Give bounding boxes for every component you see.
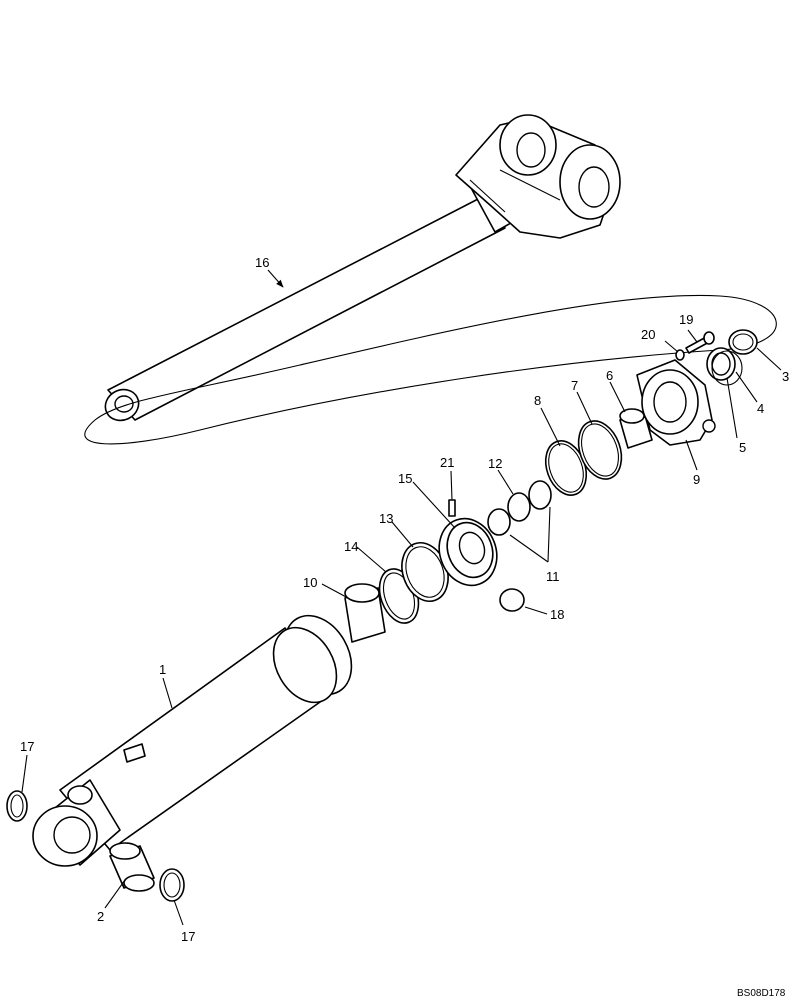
rod-bushing [619, 408, 653, 449]
callout-8: 8 [534, 393, 541, 408]
callout-1: 1 [159, 662, 166, 677]
callout-9: 9 [693, 472, 700, 487]
callout-6: 6 [606, 368, 613, 383]
o-ring-11-b [528, 480, 552, 510]
callout-3: 3 [782, 369, 789, 384]
callout-12: 12 [488, 456, 502, 471]
piston-rod [104, 114, 621, 422]
wear-ring [344, 583, 386, 643]
callout-17-right: 17 [181, 929, 195, 944]
cylinder-head [636, 359, 716, 446]
spring-pin [448, 499, 456, 517]
bushing [109, 842, 155, 892]
callout-2: 2 [97, 909, 104, 924]
callout-11: 11 [546, 569, 560, 584]
leader-lines [21, 269, 782, 926]
callout-13: 13 [379, 511, 393, 526]
callout-18: 18 [550, 607, 564, 622]
callout-4: 4 [757, 401, 764, 416]
callout-17-left: 17 [20, 739, 34, 754]
callout-19: 19 [679, 312, 693, 327]
callout-21: 21 [440, 455, 454, 470]
callout-10: 10 [303, 575, 317, 590]
callout-16: 16 [255, 255, 269, 270]
washer [675, 349, 685, 361]
cylinder-barrel [32, 614, 353, 867]
callout-20: 20 [641, 327, 655, 342]
wiper-4 [711, 350, 743, 386]
o-ring-11-a [487, 508, 511, 536]
callout-15: 15 [398, 471, 412, 486]
o-ring-12 [507, 492, 531, 522]
piston [438, 517, 498, 587]
reference-code: BS08D178 [737, 988, 786, 999]
callout-7: 7 [571, 378, 578, 393]
seal-ring-7 [577, 420, 623, 480]
callout-14: 14 [344, 539, 358, 554]
callout-5: 5 [739, 440, 746, 455]
assembly-group-outline [84, 294, 777, 445]
o-ring-18 [499, 588, 525, 612]
